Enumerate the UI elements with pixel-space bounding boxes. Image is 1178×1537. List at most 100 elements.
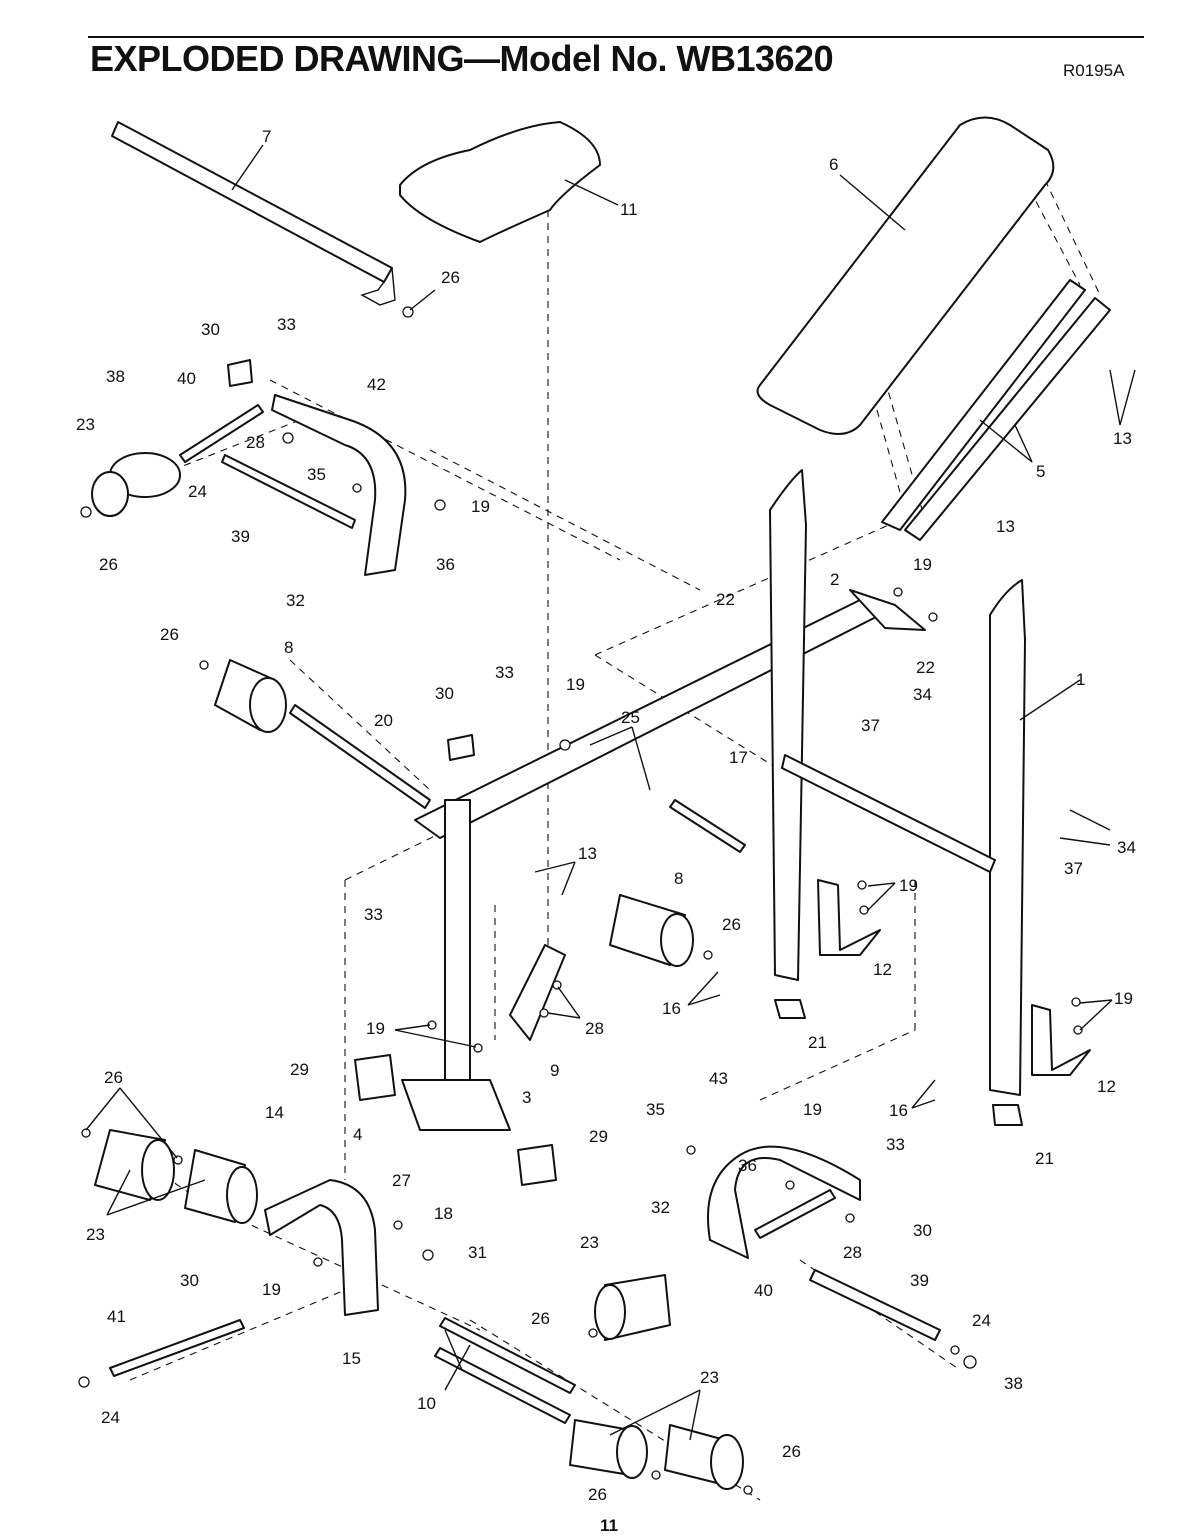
- callout-32: 32: [651, 1198, 670, 1217]
- rod-39-upper: [221, 454, 356, 529]
- part-2-crossbar: [414, 599, 881, 839]
- callout-13: 13: [1113, 429, 1132, 448]
- roller-8-mid: [609, 894, 694, 967]
- callout-19: 19: [803, 1100, 822, 1119]
- callout-35: 35: [646, 1100, 665, 1119]
- roller-23-lower-mid: [594, 1274, 671, 1341]
- callout-29: 29: [589, 1127, 608, 1146]
- callout-40: 40: [754, 1281, 773, 1300]
- roller-23-bottom-pair: [569, 1419, 744, 1490]
- callout-34: 34: [1117, 838, 1136, 857]
- callout-9: 9: [550, 1061, 559, 1080]
- callout-7: 7: [262, 127, 271, 146]
- rod-20: [289, 704, 431, 809]
- part-21-cap-b: [992, 1104, 1023, 1126]
- callout-8: 8: [284, 638, 293, 657]
- callout-32: 32: [286, 591, 305, 610]
- rod-40-lower: [754, 1189, 836, 1239]
- callout-19: 19: [566, 675, 585, 694]
- callout-26: 26: [104, 1068, 123, 1087]
- part-7-handle: [111, 121, 396, 306]
- callout-18: 18: [434, 1204, 453, 1223]
- callout-12: 12: [1097, 1077, 1116, 1096]
- part-21-cap-a: [774, 999, 806, 1019]
- callout-5: 5: [1036, 462, 1045, 481]
- callout-25: 25: [621, 708, 640, 727]
- part-1-upright-right: [989, 579, 1026, 1096]
- callout-20: 20: [374, 711, 393, 730]
- roller-23-upper: [91, 452, 181, 517]
- callout-26: 26: [531, 1309, 550, 1328]
- part-12-bracket-a: [817, 879, 881, 956]
- part-29-cap-a: [354, 1054, 396, 1101]
- callout-37: 37: [1064, 859, 1083, 878]
- callout-39: 39: [910, 1271, 929, 1290]
- callout-41: 41: [107, 1307, 126, 1326]
- callout-19: 19: [262, 1280, 281, 1299]
- callout-21: 21: [1035, 1149, 1054, 1168]
- front-post: [444, 799, 471, 1081]
- callout-30: 30: [435, 684, 454, 703]
- callout-16: 16: [889, 1101, 908, 1120]
- rod-41: [109, 1319, 245, 1377]
- callout-33: 33: [277, 315, 296, 334]
- rod-39-lower: [809, 1269, 941, 1341]
- part-1-upright-left: [769, 469, 807, 981]
- callout-15: 15: [342, 1349, 361, 1368]
- callout-13: 13: [996, 517, 1015, 536]
- callout-38: 38: [106, 367, 125, 386]
- callout-26: 26: [99, 555, 118, 574]
- callout-19: 19: [471, 497, 490, 516]
- callout-39: 39: [231, 527, 250, 546]
- page-number: 11: [600, 1516, 618, 1535]
- callout-19: 19: [1114, 989, 1133, 1008]
- part-4-leg: [264, 1179, 379, 1316]
- callout-28: 28: [246, 433, 265, 452]
- callout-43: 43: [709, 1069, 728, 1088]
- callout-30: 30: [913, 1221, 932, 1240]
- callout-26: 26: [782, 1442, 801, 1461]
- callout-42: 42: [367, 375, 386, 394]
- callout-26: 26: [722, 915, 741, 934]
- callout-30: 30: [201, 320, 220, 339]
- roller-8-left: [214, 659, 287, 733]
- callout-33: 33: [886, 1135, 905, 1154]
- rod-17: [669, 799, 746, 853]
- page-title: EXPLODED DRAWING—Model No. WB13620: [90, 38, 834, 79]
- callout-29: 29: [290, 1060, 309, 1079]
- callout-1: 1: [1076, 670, 1085, 689]
- part-11-pad: [399, 121, 601, 243]
- callout-19: 19: [899, 876, 918, 895]
- callout-23: 23: [700, 1368, 719, 1387]
- callout-14: 14: [265, 1103, 284, 1122]
- part-29-cap-b: [517, 1144, 557, 1186]
- part-30-cap-a: [227, 359, 253, 387]
- callout-33: 33: [495, 663, 514, 682]
- callout-28: 28: [843, 1243, 862, 1262]
- callout-36: 36: [738, 1156, 757, 1175]
- callout-26: 26: [588, 1485, 607, 1504]
- part-6-backrest: [756, 116, 1055, 435]
- callout-2: 2: [830, 570, 839, 589]
- callout-24: 24: [101, 1408, 120, 1427]
- drawing-code: R0195A: [1063, 61, 1125, 80]
- callout-35: 35: [307, 465, 326, 484]
- callout-4: 4: [353, 1125, 362, 1144]
- callout-23: 23: [76, 415, 95, 434]
- callout-16: 16: [662, 999, 681, 1018]
- callout-23: 23: [86, 1225, 105, 1244]
- part-5-rails: [881, 279, 1111, 541]
- callout-33: 33: [364, 905, 383, 924]
- rod-10-a: [439, 1317, 576, 1394]
- part-12-bracket-b: [1031, 1004, 1091, 1076]
- callout-11: 11: [620, 200, 638, 219]
- callout-40: 40: [177, 369, 196, 388]
- callout-19: 19: [366, 1019, 385, 1038]
- rod-40-upper: [179, 404, 264, 463]
- callout-38: 38: [1004, 1374, 1023, 1393]
- callout-10: 10: [417, 1394, 436, 1413]
- callout-31: 31: [468, 1243, 487, 1262]
- callout-13: 13: [578, 844, 597, 863]
- callout-19: 19: [913, 555, 932, 574]
- leader-lines: [85, 144, 1136, 1441]
